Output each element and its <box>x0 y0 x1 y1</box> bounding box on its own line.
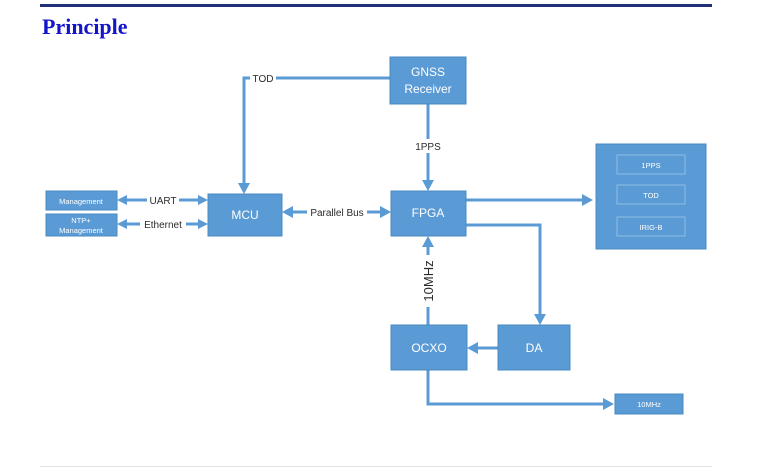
tod-arrowhead <box>238 183 250 194</box>
output-irig-box <box>616 216 686 237</box>
mcu-block: MCU <box>207 193 283 237</box>
output-tod-label: TOD <box>643 191 659 200</box>
pps-label-bg <box>412 139 444 153</box>
ntp-label-line1: NTP+ <box>71 216 91 225</box>
ocxo-block: OCXO <box>390 324 468 371</box>
mcu-label: MCU <box>231 208 258 222</box>
uart-arrowhead-left <box>117 195 127 205</box>
output-pps-box <box>616 154 686 175</box>
ntp-label-line2: Management <box>59 226 104 235</box>
ntp-management-block: NTP+ Management <box>45 213 118 237</box>
management-label: Management <box>59 197 104 206</box>
ethernet-arrowhead-right <box>198 219 208 229</box>
tenmhz-connection-label: 10MHz <box>421 260 436 301</box>
da-ocxo-arrowhead <box>467 342 478 354</box>
output-irig-label: IRIG-B <box>640 223 663 232</box>
tod-connection-label: TOD <box>253 74 274 85</box>
ocxo-label: OCXO <box>411 341 446 355</box>
da-block: DA <box>497 324 571 371</box>
uart-label-bg <box>147 193 179 207</box>
tod-label-bg <box>250 71 276 85</box>
uart-connection-label: UART <box>149 196 176 207</box>
page-title: Principle <box>42 14 128 39</box>
tenmhz-output-label: 10MHz <box>637 400 661 409</box>
fpga-label: FPGA <box>412 206 445 220</box>
fpga-block: FPGA <box>390 190 467 237</box>
output-tod-box <box>616 184 686 205</box>
gnss-label-line2: Receiver <box>404 82 451 96</box>
ethernet-arrowhead-left <box>117 219 127 229</box>
ethernet-connection-label: Ethernet <box>144 220 182 231</box>
tenmhz-out-arrowhead <box>603 398 614 410</box>
parallel-bus-arrowhead-left <box>282 206 293 218</box>
fpga-da-wire <box>466 223 542 314</box>
fpga-da-arrowhead <box>534 314 546 325</box>
tenmhz-out-wire <box>426 370 604 406</box>
pps-connection-label: 1PPS <box>415 142 441 153</box>
parallel-bus-connection-label: Parallel Bus <box>310 208 363 219</box>
output-arrowhead <box>582 194 593 206</box>
gnss-label-line1: GNSS <box>411 65 445 79</box>
output-panel: 1PPS TOD IRIG-B <box>595 143 707 250</box>
da-label: DA <box>526 341 543 355</box>
tenmhz-feedback-arrowhead <box>422 236 434 247</box>
pps-arrowhead <box>422 180 434 191</box>
parallel-bus-arrowhead-right <box>380 206 391 218</box>
top-rule <box>40 4 712 7</box>
parallel-bus-label-bg <box>307 205 367 219</box>
tenmhz-label-bg <box>420 255 436 307</box>
management-block: Management <box>45 190 118 211</box>
bottom-rule <box>40 466 712 467</box>
tenmhz-output-block: 10MHz <box>614 393 684 415</box>
gnss-receiver-block: GNSS Receiver <box>389 56 467 105</box>
uart-arrowhead-right <box>198 195 208 205</box>
ethernet-label-bg <box>140 217 186 231</box>
tod-wire <box>242 76 390 183</box>
output-pps-label: 1PPS <box>641 161 660 170</box>
